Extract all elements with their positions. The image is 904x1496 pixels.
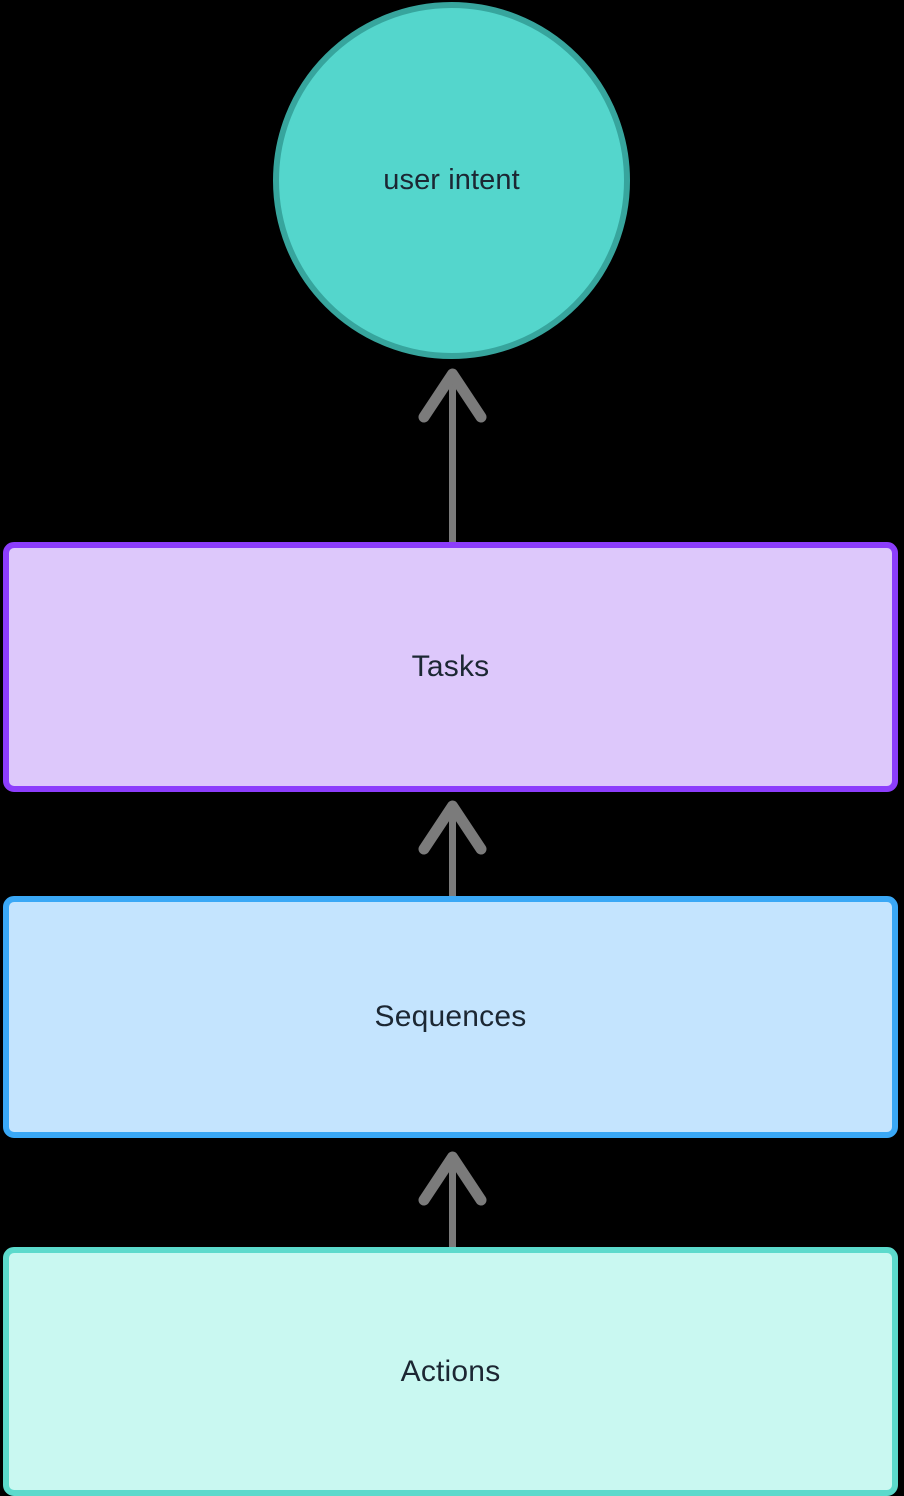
- arrow-up-icon: [418, 368, 487, 544]
- node-user-intent-label: user intent: [383, 164, 520, 196]
- arrow-tasks-to-user-intent: [410, 366, 495, 544]
- node-tasks[interactable]: Tasks: [3, 542, 898, 792]
- arrow-sequences-to-tasks: [410, 798, 495, 898]
- node-user-intent[interactable]: user intent: [273, 2, 630, 359]
- node-tasks-label: Tasks: [411, 650, 490, 683]
- node-sequences[interactable]: Sequences: [3, 896, 898, 1138]
- arrow-up-icon: [418, 800, 487, 898]
- node-sequences-label: Sequences: [374, 1000, 527, 1033]
- node-actions[interactable]: Actions: [3, 1247, 898, 1496]
- arrow-actions-to-sequences: [410, 1149, 495, 1249]
- arrow-up-icon: [418, 1151, 487, 1249]
- node-actions-label: Actions: [400, 1354, 501, 1388]
